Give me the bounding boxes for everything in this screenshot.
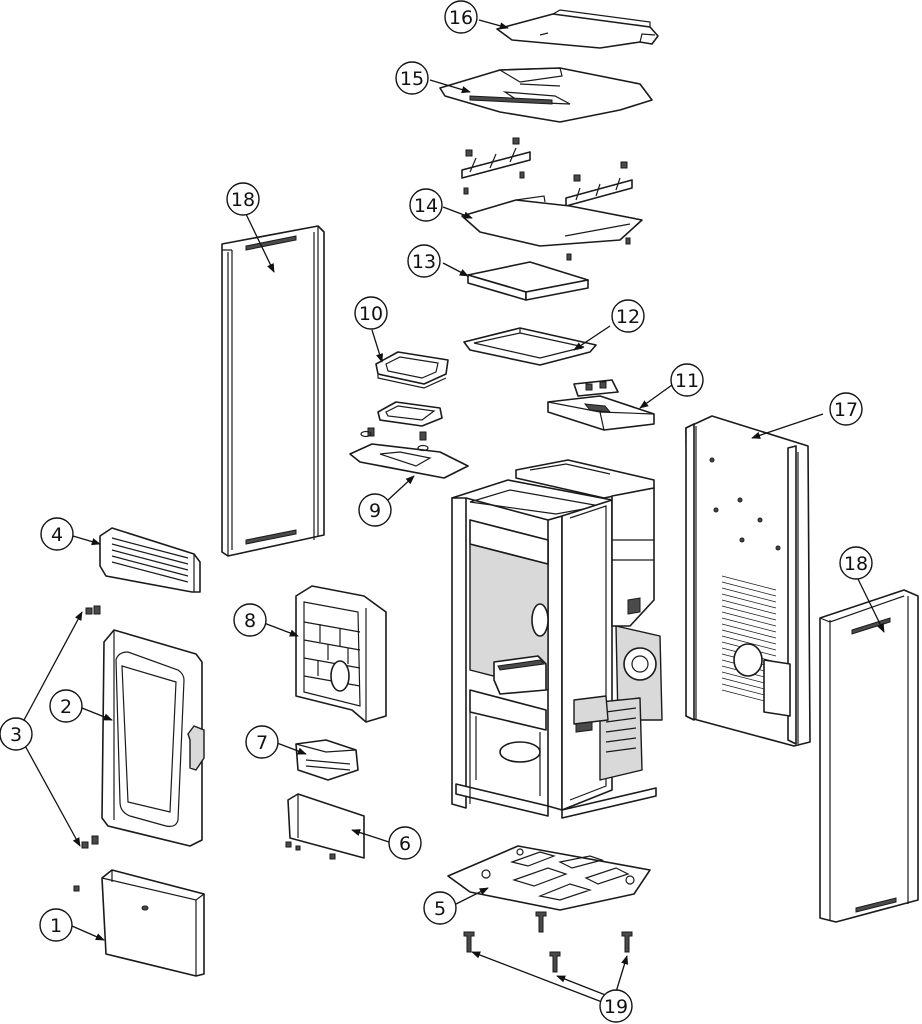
callout-10: 10 — [354, 296, 388, 330]
leader-lines — [22, 19, 885, 1003]
part-7-ash-pan — [295, 739, 359, 781]
callout-1: 1 — [39, 908, 73, 942]
part-6-small-panel — [285, 793, 365, 860]
callout-16: 16 — [444, 0, 478, 34]
callout-9: 9 — [358, 493, 392, 527]
callout-8: 8 — [233, 603, 267, 637]
part-17-rear-panel — [685, 415, 811, 747]
callout-2: 2 — [49, 689, 83, 723]
callout-2-label: 2 — [60, 696, 72, 718]
callout-16-label: 16 — [449, 7, 473, 29]
callout-7: 7 — [245, 725, 279, 759]
callout-13-label: 13 — [412, 251, 436, 273]
callout-15-label: 15 — [400, 68, 424, 90]
part-9-plate — [349, 401, 469, 479]
callout-19: 19 — [599, 989, 633, 1023]
callout-7-label: 7 — [256, 732, 268, 754]
part-13-block — [467, 261, 589, 301]
part-18-left-side-panel — [221, 225, 325, 557]
callout-5-label: 5 — [434, 898, 446, 920]
callout-18-right: 18 — [839, 546, 873, 580]
part-19-bolts — [463, 911, 633, 973]
callout-14-label: 14 — [414, 195, 438, 217]
callout-6: 6 — [388, 826, 422, 860]
callouts: 16 15 14 13 12 10 11 17 — [0, 0, 873, 1023]
callout-3: 3 — [0, 717, 33, 751]
callout-19-label: 19 — [604, 996, 628, 1018]
part-1-lower-panel — [101, 869, 205, 977]
part-8-firebox-liner — [295, 585, 387, 723]
callout-18-left: 18 — [226, 182, 260, 216]
callout-6-label: 6 — [399, 833, 411, 855]
callout-17-label: 17 — [834, 399, 858, 421]
callout-11-label: 11 — [675, 370, 699, 392]
callout-4-label: 4 — [51, 524, 63, 546]
part-11-bar-assembly — [547, 379, 655, 431]
main-stove-body — [451, 459, 663, 819]
callout-17: 17 — [829, 392, 863, 426]
part-4-front-grille — [99, 527, 201, 593]
part-3-hinge-screws — [73, 605, 101, 892]
part-18-right-side-panel — [819, 589, 919, 923]
callout-1-label: 1 — [50, 915, 62, 937]
callout-5: 5 — [423, 891, 457, 925]
callout-3-label: 3 — [10, 724, 22, 746]
part-2-door — [101, 629, 205, 847]
callout-10-label: 10 — [359, 303, 383, 325]
callout-18-right-label: 18 — [844, 553, 868, 575]
callout-12-label: 12 — [616, 306, 640, 328]
callout-9-label: 9 — [369, 500, 381, 522]
part-10-gasket — [375, 351, 449, 389]
callout-12: 12 — [611, 299, 645, 333]
callout-14: 14 — [409, 188, 443, 222]
callout-13: 13 — [407, 244, 441, 278]
part-16-top-plate — [496, 9, 659, 49]
part-12-tray — [463, 327, 597, 366]
callout-11: 11 — [670, 363, 704, 397]
callout-15: 15 — [395, 61, 429, 95]
part-15-top-panel — [439, 67, 653, 123]
callout-4: 4 — [40, 517, 74, 551]
callout-8-label: 8 — [244, 610, 256, 632]
part-5-base-plate — [447, 845, 651, 911]
callout-18-left-label: 18 — [231, 189, 255, 211]
part-14-bracket-assembly — [461, 137, 643, 261]
